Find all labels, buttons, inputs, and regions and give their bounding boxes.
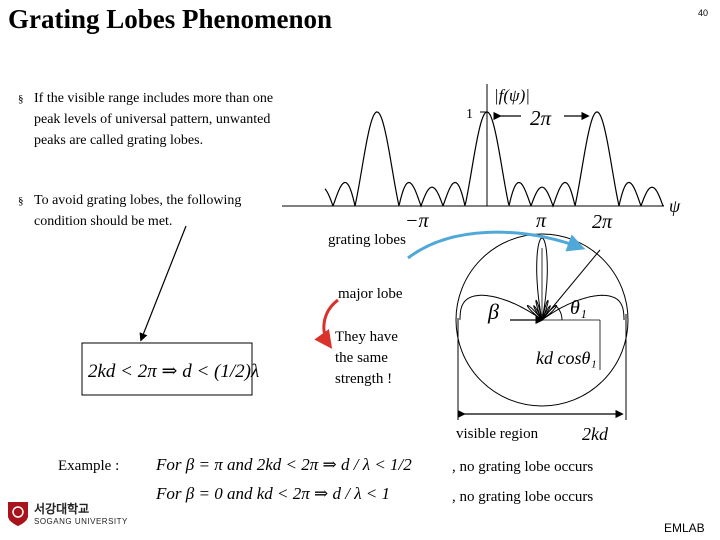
footer-lab: EMLAB [664, 521, 705, 535]
example-result-2: , no grating lobe occurs [452, 489, 594, 505]
bullet-text: To avoid grating lobes, the following co… [34, 193, 242, 229]
same-strength-arrow [314, 298, 339, 349]
bullet-marker: § [18, 93, 24, 105]
circle-construction: β θ₁ kd cosθ₁ 2kd [455, 233, 629, 444]
tick-2pi: 2π [592, 211, 613, 233]
beta-label: β [487, 299, 499, 324]
condition-pointer-arrow [139, 225, 187, 342]
pattern-ylabel: |f(ψ)| [494, 86, 530, 105]
bullet-marker: § [18, 195, 24, 207]
pattern-xlabel: ψ [669, 196, 681, 216]
example-formula-2: For β = 0 and kd < 2π ⇒ d / λ < 1 [155, 484, 390, 503]
bullet-visible-range: § If the visible range includes more tha… [18, 88, 286, 151]
logo-english: SOGANG UNIVERSITY [34, 517, 128, 526]
same-strength-label: They have the same strength ! [335, 329, 398, 387]
page-title: Grating Lobes Phenomenon [8, 4, 333, 34]
peak-value-label: 1 [466, 107, 473, 122]
example-result-1: , no grating lobe occurs [452, 459, 594, 475]
period-label: 2π [530, 106, 552, 130]
kdcos-label: kd cosθ₁ [536, 348, 597, 368]
visible-circle [455, 233, 629, 407]
theta-label: θ₁ [570, 297, 587, 319]
two-kd-label: 2kd [582, 424, 609, 444]
major-lobe-label: major lobe [338, 286, 403, 302]
tick-neg-pi: −π [405, 210, 429, 232]
seal-icon [8, 502, 28, 526]
grating-lobe-arrow [407, 230, 586, 260]
bullet-avoid-condition: § To avoid grating lobes, the following … [18, 190, 286, 232]
pattern-curve [324, 111, 664, 208]
condition-formula: 2kd < 2π ⇒ d < (1/2)λ [88, 361, 259, 382]
bullet-text: If the visible range includes more than … [34, 91, 274, 148]
page-number: 40 [698, 8, 709, 18]
example-label: Example : [58, 458, 120, 474]
tick-pi: π [536, 210, 547, 232]
universal-pattern-plot: |f(ψ)| 1 2π ψ −π π 2π [282, 84, 681, 233]
visible-region-label: visible region [456, 426, 539, 442]
university-logo: 서강대학교 SOGANG UNIVERSITY [4, 498, 127, 532]
grating-lobes-label: grating lobes [328, 232, 406, 248]
condition-formula-box: 2kd < 2π ⇒ d < (1/2)λ [81, 342, 259, 396]
example-formula-1: For β = π and 2kd < 2π ⇒ d / λ < 1/2 [155, 455, 412, 474]
logo-korean: 서강대학교 [34, 502, 90, 516]
